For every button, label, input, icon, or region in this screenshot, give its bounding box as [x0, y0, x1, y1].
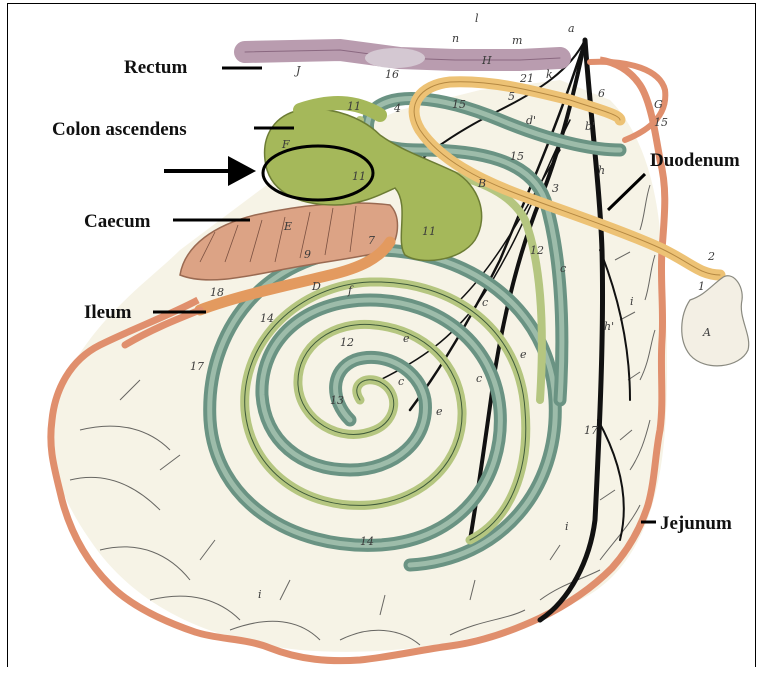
svg-text:18: 18	[210, 286, 224, 299]
svg-text:A: A	[702, 326, 711, 339]
svg-text:c: c	[398, 375, 404, 388]
rectum-light-segment	[365, 48, 425, 68]
svg-text:14: 14	[260, 312, 274, 325]
svg-text:m: m	[512, 34, 522, 47]
svg-text:c: c	[476, 372, 482, 385]
svg-text:12: 12	[340, 336, 354, 349]
svg-text:11: 11	[352, 170, 366, 183]
svg-text:i: i	[630, 295, 634, 308]
svg-text:n: n	[452, 32, 459, 45]
label-jejunum: Jejunum	[660, 514, 732, 533]
svg-text:c: c	[482, 296, 488, 309]
svg-text:2: 2	[707, 250, 715, 263]
svg-text:11: 11	[347, 100, 361, 113]
svg-text:15: 15	[654, 116, 668, 129]
svg-text:13: 13	[330, 394, 344, 407]
svg-text:D: D	[311, 280, 321, 293]
svg-text:5: 5	[508, 90, 515, 103]
label-colon-ascendens: Colon ascendens	[52, 120, 187, 139]
svg-text:14: 14	[360, 535, 374, 548]
svg-text:h': h'	[604, 320, 614, 333]
svg-text:7: 7	[368, 234, 375, 247]
svg-text:4: 4	[393, 102, 401, 115]
svg-text:h: h	[598, 164, 605, 177]
svg-text:3: 3	[552, 182, 559, 195]
svg-text:l: l	[475, 12, 479, 25]
svg-text:1: 1	[698, 280, 705, 293]
svg-text:d': d'	[526, 114, 536, 127]
svg-text:b': b'	[585, 120, 595, 133]
svg-text:17: 17	[190, 360, 204, 373]
label-caecum: Caecum	[84, 212, 150, 231]
svg-text:E: E	[283, 220, 292, 233]
svg-text:12: 12	[530, 244, 544, 257]
structure-A	[682, 276, 749, 366]
svg-text:H: H	[481, 54, 492, 67]
svg-text:e: e	[436, 405, 443, 418]
svg-text:c: c	[560, 262, 566, 275]
svg-text:15: 15	[452, 98, 466, 111]
label-ileum: Ileum	[84, 303, 132, 322]
pointer-arrow	[164, 156, 256, 186]
svg-text:e: e	[520, 348, 527, 361]
svg-text:9: 9	[304, 248, 311, 261]
svg-text:11: 11	[422, 225, 436, 238]
svg-text:6: 6	[598, 87, 605, 100]
svg-text:i: i	[565, 520, 569, 533]
label-duodenum: Duodenum	[650, 151, 740, 170]
svg-text:J: J	[294, 64, 301, 77]
svg-text:e: e	[403, 332, 410, 345]
svg-text:16: 16	[385, 68, 399, 81]
svg-text:k: k	[546, 68, 553, 81]
svg-text:21: 21	[519, 72, 534, 85]
svg-text:i: i	[258, 588, 262, 601]
svg-text:17: 17	[584, 424, 598, 437]
svg-text:a: a	[568, 22, 575, 35]
svg-text:B: B	[477, 177, 486, 190]
svg-text:15: 15	[510, 150, 524, 163]
svg-text:G: G	[654, 98, 663, 111]
label-rectum: Rectum	[124, 58, 187, 77]
